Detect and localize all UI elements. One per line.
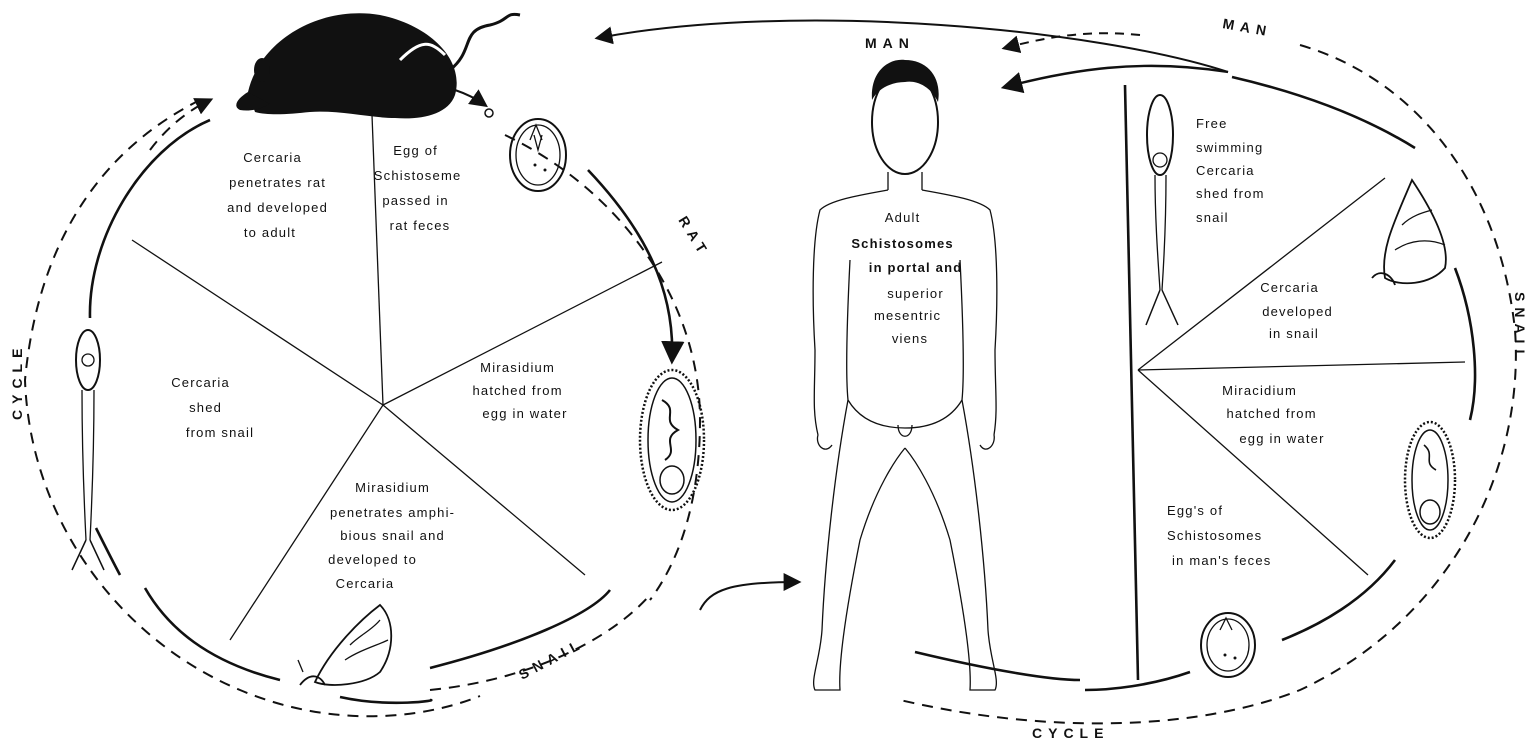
rat-sector-egg-passed: Egg of Schistoseme passed in rat feces — [374, 143, 466, 233]
egg-icon — [510, 119, 566, 191]
miracidium-icon — [640, 370, 704, 510]
rat-cycle-ring — [96, 528, 120, 575]
egg-to-miracidium-arrow — [588, 170, 672, 360]
man-cycle-divider — [1125, 85, 1138, 680]
cercaria-icon — [1146, 95, 1178, 325]
rat-cycle-ring — [145, 588, 280, 680]
rat-cycle-ring — [430, 590, 610, 668]
snail-icon — [1372, 180, 1446, 285]
rat-cycle-ring — [340, 697, 431, 703]
egg-icon — [1201, 613, 1255, 677]
rat-label: RAT — [675, 213, 713, 260]
rat-sector-cercaria-penetrates: Cercaria penetrates rat and developed to… — [227, 150, 333, 240]
snail-to-man-arrow — [1005, 66, 1228, 87]
man-sector-eggs-in-feces: Egg's of Schistosomes in man's feces — [1167, 503, 1272, 568]
rat-icon — [236, 13, 520, 118]
rat-sector-miracidium-hatched: Mirasidium hatched from egg in water — [472, 360, 567, 421]
rat-sector-cercaria-shed: Cercaria shed from snail — [171, 375, 254, 440]
man-sector-free-swimming-cercaria: Free swimming Cercaria shed from snail — [1196, 116, 1269, 225]
man-label: MAN — [1221, 15, 1273, 39]
man-cycle: Free swimming Cercaria shed from snail C… — [900, 15, 1528, 741]
rat-cercaria-to-man-arrow — [700, 582, 798, 610]
miracidium-icon — [1405, 422, 1455, 538]
man-snail-label: SNAIL — [1512, 292, 1528, 364]
human-figure-icon: MAN — [813, 35, 997, 690]
man-cycle-label: CYCLE — [1032, 725, 1109, 741]
rat-snail-label: SNAIL — [516, 635, 587, 683]
man-caption: Adult Schistosomes in portal and superio… — [851, 210, 967, 346]
man-cycle-ring — [915, 652, 1080, 680]
rat-sector-miracidium-penetrates: Mirasidium penetrates amphi- bious snail… — [328, 480, 460, 591]
man-cycle-ring — [1282, 560, 1395, 640]
man-sector-miracidium-hatched: Miracidium hatched from egg in water — [1222, 383, 1324, 446]
rat-cycle-dashed-loop — [430, 595, 650, 690]
man-cycle-ring — [1455, 268, 1475, 420]
man-sector-cercaria-developed: Cercaria developed in snail — [1260, 280, 1338, 341]
man-title: MAN — [865, 35, 915, 51]
snail-icon — [298, 605, 391, 685]
rat-cycle: Cercaria penetrates rat and developed to… — [9, 100, 713, 716]
rat-cycle-label: CYCLE — [9, 343, 25, 420]
